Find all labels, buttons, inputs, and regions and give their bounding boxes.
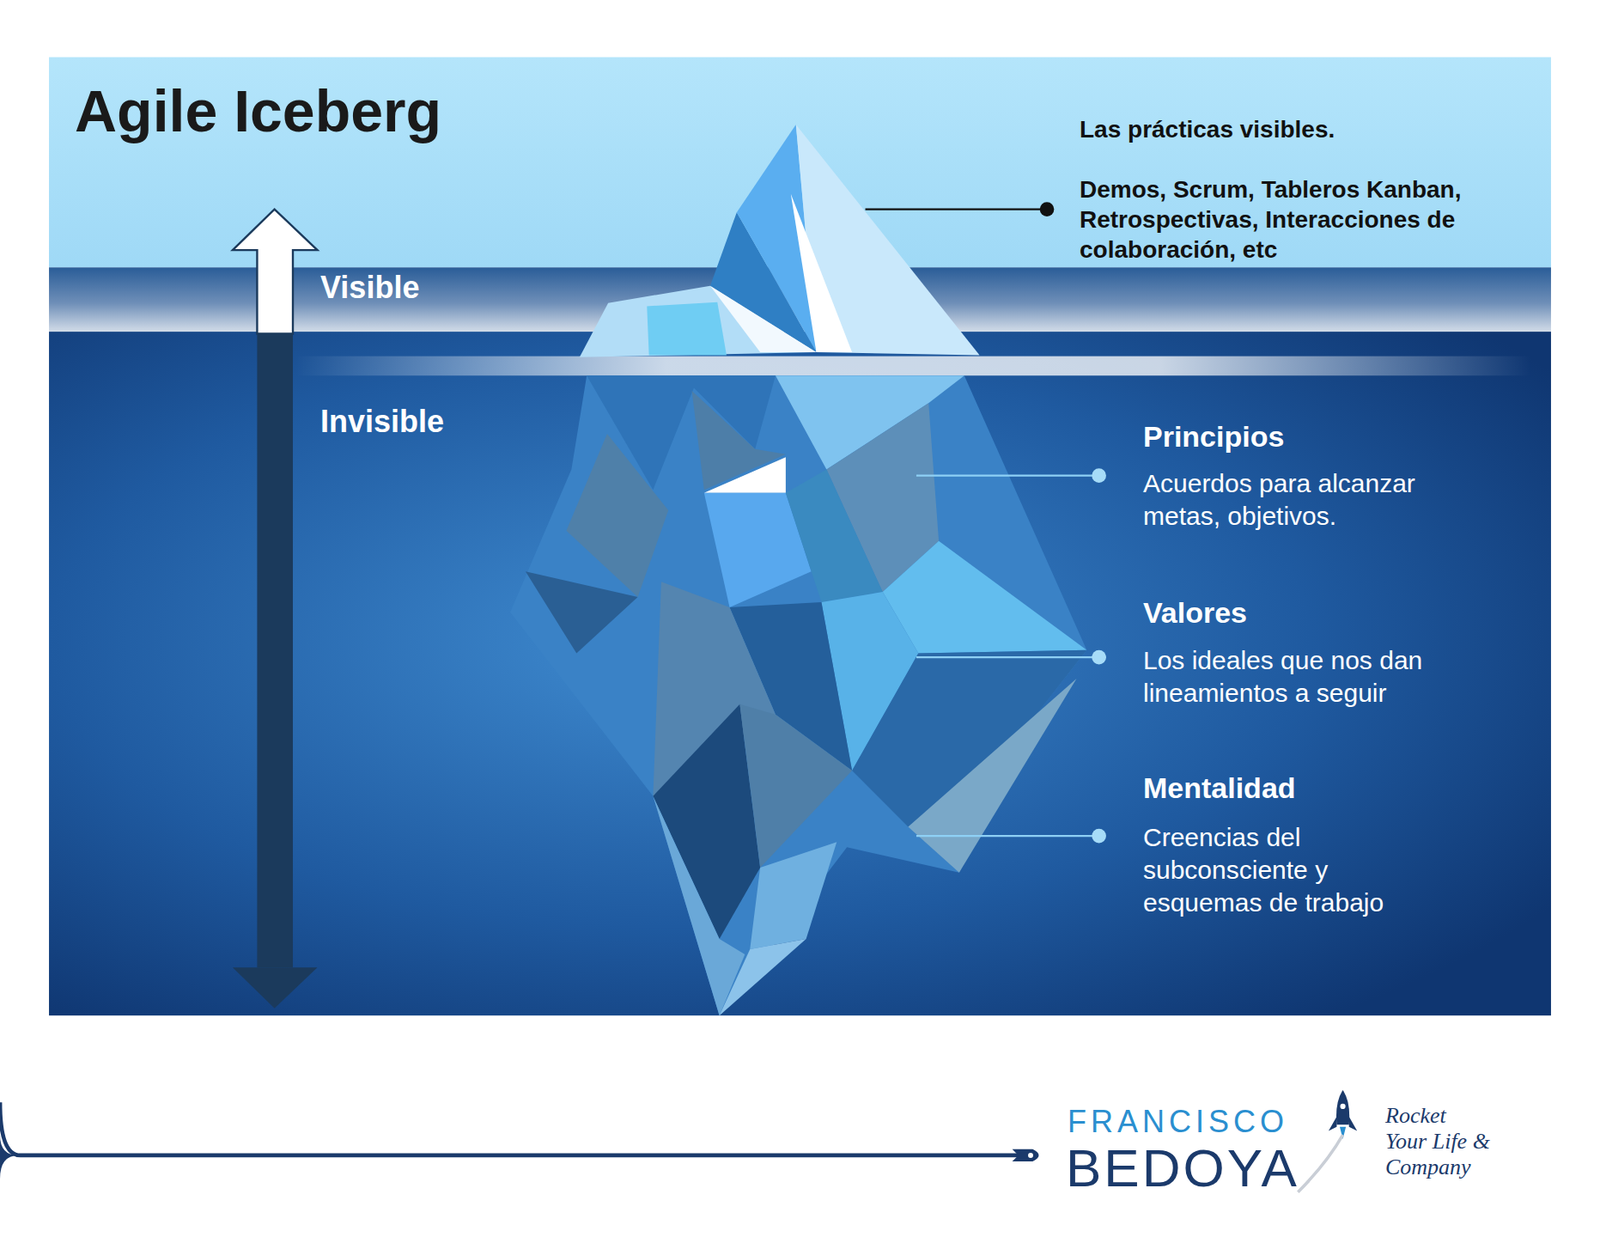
- illustration-shape: [1091, 650, 1107, 665]
- logo-tagline: Rocket Your Life & Company: [1385, 1102, 1492, 1181]
- callout-heading: Principios: [1143, 419, 1284, 454]
- illustration-shape: [1012, 1149, 1040, 1162]
- illustration-shape: [749, 841, 837, 950]
- illustration-shape: [916, 656, 1095, 658]
- illustration-shape: [510, 375, 1087, 1016]
- illustration-shape: [652, 704, 761, 939]
- illustration-shape: [882, 541, 1088, 654]
- callout-body: Acuerdos para alcanzar metas, objetivos.: [1143, 467, 1470, 533]
- callout-heading: Mentalidad: [1143, 771, 1296, 805]
- illustration-shape: [48, 331, 1552, 1016]
- illustration-shape: [704, 456, 786, 493]
- illustration-shape: [1339, 1103, 1345, 1109]
- diagram-title: Agile Iceberg: [74, 77, 442, 145]
- logo-rocket: [1297, 1089, 1357, 1193]
- zone-label: Invisible: [320, 403, 445, 439]
- leader-lines: [865, 201, 1107, 843]
- iceberg-underwater: [510, 375, 1087, 1016]
- illustration-shape: [296, 356, 1532, 377]
- illustration-shape: [1336, 1089, 1350, 1125]
- illustration-shape: [916, 834, 1095, 837]
- footer-rule: [0, 1101, 1040, 1179]
- logo-name: BEDOYA: [1065, 1138, 1300, 1198]
- illustration-shape: [232, 967, 318, 1009]
- logo-name: FRANCISCO: [1067, 1104, 1289, 1139]
- illustration-shape: [719, 938, 807, 1016]
- illustration-shape: [0, 1101, 1021, 1156]
- iceberg-tip: [579, 124, 980, 358]
- illustration-shape: [790, 194, 852, 353]
- illustration-shape: [1091, 468, 1107, 483]
- illustration-shape: [916, 474, 1095, 476]
- illustration-shape: [565, 433, 669, 597]
- illustration-shape: [232, 209, 318, 335]
- illustration-shape: [525, 571, 639, 653]
- illustration-shape: [1091, 828, 1107, 844]
- illustration-shape: [710, 285, 817, 353]
- illustration-shape: [646, 302, 727, 356]
- illustration-shape: [256, 334, 293, 968]
- callout-heading: Valores: [1143, 596, 1248, 630]
- visibility-arrows: [232, 209, 318, 1009]
- illustration-shape: [0, 1134, 19, 1179]
- callout-body: Demos, Scrum, Tableros Kanban, Retrospec…: [1079, 174, 1574, 265]
- callout-body: Los ideales que nos dan lineamientos a s…: [1143, 644, 1470, 710]
- callout-heading: Las prácticas visibles.: [1079, 115, 1335, 145]
- illustration-shape: [785, 469, 883, 603]
- illustration-shape: [1297, 1134, 1343, 1193]
- illustration-shape: [1028, 1152, 1034, 1158]
- illustration-shape: [1040, 201, 1055, 217]
- illustration-shape: [907, 678, 1077, 873]
- callout-body: Creencias del subconsciente y esquemas d…: [1143, 821, 1440, 919]
- illustration-shape: [652, 796, 745, 1016]
- illustration-shape: [865, 207, 1044, 210]
- zone-label: Visible: [320, 269, 420, 305]
